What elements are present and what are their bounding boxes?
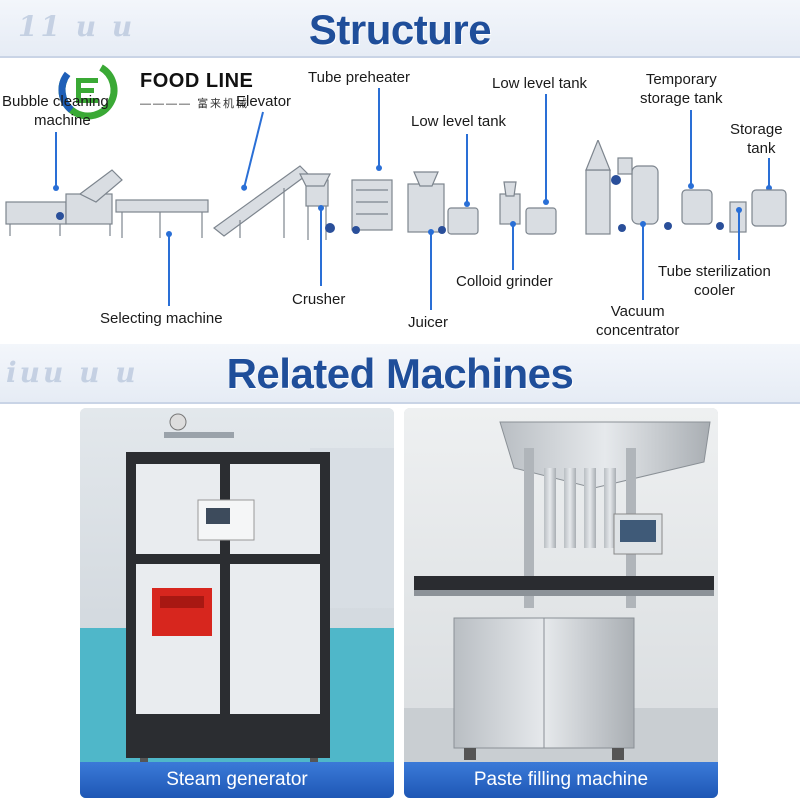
- banner-decoration: 11 u u: [18, 10, 136, 43]
- label-storage-tank: Storage tank: [730, 120, 783, 158]
- label-tube-preheater: Tube preheater: [308, 69, 411, 86]
- label-line: Vacuum: [610, 303, 665, 320]
- label-line: Storage: [730, 121, 783, 138]
- label-line: concentrator: [596, 322, 680, 339]
- leader-low-level-tank-1: [464, 134, 470, 207]
- label-line: cooler: [693, 282, 735, 299]
- paste-filling-machine-image: [404, 408, 718, 798]
- label-selecting-machine: Selecting machine: [100, 310, 223, 327]
- label-line: machine: [34, 112, 91, 129]
- steam-generator-card[interactable]: Steam generator: [80, 408, 394, 798]
- banner-decoration: iuu u u: [6, 356, 139, 389]
- label-tube-sterilization-cooler: Tube sterilization cooler: [658, 262, 771, 300]
- label-vacuum-concentrator: Vacuum concentrator: [596, 302, 679, 340]
- brand-name: FOOD LINE: [140, 70, 254, 92]
- leader-tube-sterilization: [736, 207, 742, 260]
- leader-selecting-machine: [166, 231, 172, 306]
- structure-title: Structure: [308, 6, 492, 53]
- brand-text: FOOD LINE ———— 富来机械: [140, 70, 253, 111]
- paste-filling-machine-caption: Paste filling machine: [404, 762, 718, 798]
- label-bubble-cleaning-machine: Bubble cleaning machine: [2, 92, 109, 130]
- steam-generator-caption: Steam generator: [80, 762, 394, 798]
- leader-bubble-cleaning: [53, 132, 59, 191]
- food-line-logo-icon: [58, 60, 118, 120]
- leader-vacuum-concentrator: [640, 221, 646, 300]
- label-line: tank: [747, 140, 776, 157]
- label-line: storage tank: [640, 90, 723, 107]
- label-juicer: Juicer: [408, 314, 449, 331]
- brand-sub-text: 富来机械: [197, 98, 250, 110]
- steam-generator-image: [80, 408, 394, 798]
- related-machines-title: Related Machines: [226, 350, 574, 397]
- label-low-level-tank-1: Low level tank: [411, 113, 507, 130]
- structure-banner: 11 u u Structure: [0, 0, 800, 58]
- label-low-level-tank-2: Low level tank: [492, 75, 588, 92]
- paste-filling-machine-card[interactable]: Paste filling machine: [404, 408, 718, 798]
- leader-storage-tank: [766, 158, 772, 191]
- label-temporary-storage-tank: Temporary storage tank: [640, 70, 723, 108]
- leader-crusher: [318, 205, 324, 286]
- label-crusher: Crusher: [292, 291, 346, 308]
- label-line: Tube sterilization: [658, 263, 771, 280]
- leader-tube-preheater: [376, 88, 382, 171]
- label-elevator: Elevator: [236, 93, 292, 110]
- label-line: Temporary: [645, 71, 717, 88]
- leader-juicer: [428, 229, 434, 310]
- production-line-illustration: [5, 140, 787, 240]
- leader-low-level-tank-2: [543, 94, 549, 205]
- leader-temporary-storage: [688, 110, 694, 189]
- leader-colloid-grinder: [510, 221, 516, 270]
- brand-subtitle: ———— 富来机械: [140, 98, 250, 110]
- related-machines-banner: iuu u u Related Machines: [0, 344, 800, 404]
- label-colloid-grinder: Colloid grinder: [456, 273, 553, 290]
- label-line: Bubble cleaning: [2, 93, 109, 110]
